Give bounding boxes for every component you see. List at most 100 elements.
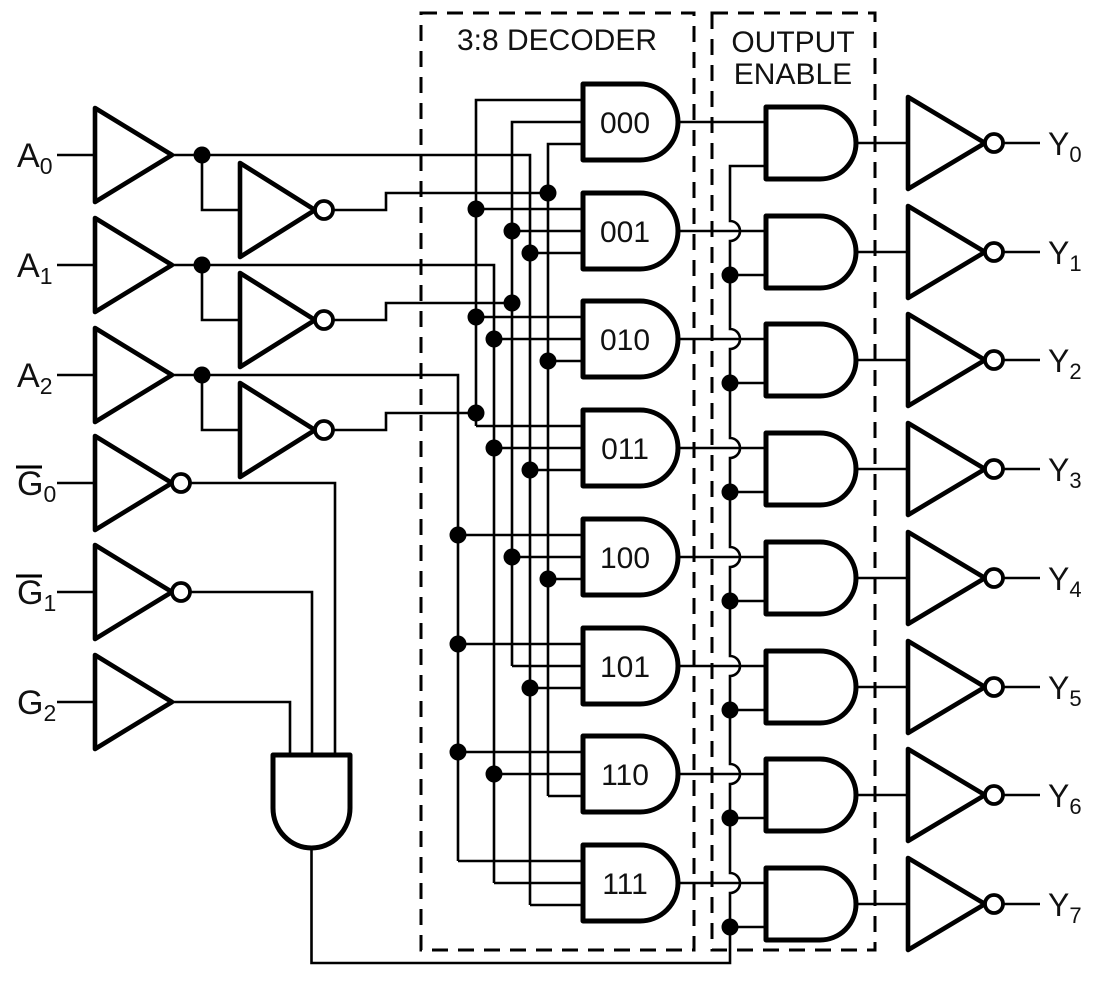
gate-label-101: 101 bbox=[600, 651, 650, 684]
inverter-bubble-g1 bbox=[170, 581, 192, 603]
wire-a0-true-rail bbox=[172, 153, 532, 905]
output-label-y5: Y5 bbox=[1048, 670, 1082, 711]
decoder-title: 3:8 DECODER bbox=[457, 24, 657, 57]
inverter-a0 bbox=[237, 160, 318, 260]
input-label-g2: G2 bbox=[17, 684, 56, 726]
output-inverter-bubble-y3 bbox=[983, 458, 1005, 480]
and-gate-011 bbox=[580, 407, 681, 489]
input-label-g0: G0 bbox=[17, 465, 56, 507]
output-label-y6: Y6 bbox=[1048, 778, 1082, 819]
decoder-section-box bbox=[419, 11, 696, 952]
and-gate-001 bbox=[580, 190, 681, 272]
inverter-g1 bbox=[92, 542, 175, 642]
input-label-g1: G1 bbox=[17, 574, 56, 616]
junction-dot bbox=[521, 461, 539, 479]
output-label-sub-y7: 7 bbox=[1069, 903, 1081, 928]
wire-a1-complement-feed bbox=[333, 301, 512, 322]
gate-label-010: 010 bbox=[600, 324, 650, 357]
wire-a1-inverter-branch bbox=[200, 265, 240, 322]
junction-dot bbox=[721, 809, 739, 827]
and-gate-101 bbox=[580, 625, 681, 707]
junction-dot bbox=[521, 679, 539, 697]
input-label-sub-g1: 1 bbox=[43, 590, 56, 616]
inverter-g0 bbox=[92, 433, 175, 533]
output-label-sub-y1: 1 bbox=[1069, 251, 1081, 276]
output-label-sub-y3: 3 bbox=[1069, 468, 1081, 493]
gate-label-110: 110 bbox=[601, 759, 649, 792]
gate-label-011: 011 bbox=[601, 433, 649, 466]
output-label-base-y3: Y bbox=[1048, 452, 1069, 488]
wire-a0-complement-feed bbox=[333, 191, 548, 212]
output-inverter-bubble-y4 bbox=[983, 567, 1005, 589]
output-label-y7: Y7 bbox=[1048, 887, 1082, 928]
wire-a1-complement-rail bbox=[510, 120, 583, 666]
input-label-a0: A0 bbox=[17, 137, 52, 179]
junction-dot bbox=[467, 200, 485, 218]
output-label-base-y0: Y bbox=[1048, 126, 1069, 162]
and-gate-000 bbox=[580, 81, 681, 163]
junction-dot bbox=[721, 266, 739, 284]
and-gate-111 bbox=[580, 842, 681, 924]
input-label-a2: A2 bbox=[17, 357, 52, 399]
input-label-base-g0: G bbox=[17, 465, 43, 503]
output-inverter-bubble-y7 bbox=[983, 893, 1005, 915]
output-enable-section-box bbox=[710, 11, 877, 952]
output-label-sub-y4: 4 bbox=[1069, 577, 1081, 602]
output-inverter-bubble-y5 bbox=[983, 676, 1005, 698]
oe-and-gate-2 bbox=[763, 321, 859, 399]
and-gate-010 bbox=[580, 298, 681, 380]
buffer-a0 bbox=[92, 105, 175, 205]
junction-dot bbox=[485, 765, 503, 783]
output-label-base-y6: Y bbox=[1048, 778, 1069, 814]
oe-and-gate-1 bbox=[763, 213, 859, 291]
output-inverter-y5 bbox=[905, 638, 988, 736]
junction-dot bbox=[503, 548, 521, 566]
buffer-a1 bbox=[92, 215, 175, 315]
oe-title-line1: OUTPUT bbox=[731, 26, 854, 59]
wire-g0-to-enable-gate bbox=[190, 481, 337, 755]
input-label-sub-a1: 1 bbox=[40, 263, 53, 289]
output-inverter-y7 bbox=[905, 855, 988, 953]
wire-enable-net bbox=[310, 164, 766, 965]
inverter-bubble-a2 bbox=[313, 419, 335, 441]
junction-dot bbox=[521, 244, 539, 262]
junction-dot bbox=[539, 570, 557, 588]
output-label-sub-y2: 2 bbox=[1069, 359, 1081, 384]
input-label-base-g1: G bbox=[17, 574, 43, 612]
input-label-sub-a2: 2 bbox=[40, 373, 53, 399]
output-inverter-y0 bbox=[905, 94, 988, 192]
inverter-bubble-a1 bbox=[313, 309, 335, 331]
junction-dot bbox=[503, 222, 521, 240]
wire-a1-true-rail bbox=[172, 263, 496, 883]
junction-dot bbox=[449, 526, 467, 544]
enable-and-gate bbox=[270, 752, 353, 851]
oe-and-gate-4 bbox=[763, 539, 859, 617]
input-label-base-a0: A bbox=[17, 137, 40, 175]
wire-a2-complement-feed bbox=[333, 411, 476, 432]
gate-label-100: 100 bbox=[600, 542, 650, 575]
output-label-sub-y0: 0 bbox=[1069, 142, 1081, 167]
output-label-sub-y5: 5 bbox=[1069, 686, 1081, 711]
wire-g2-to-enable-gate bbox=[172, 700, 292, 755]
input-label-base-a1: A bbox=[17, 247, 40, 285]
junction-dot bbox=[449, 635, 467, 653]
output-label-y0: Y0 bbox=[1048, 126, 1082, 167]
oe-and-gate-7 bbox=[763, 865, 859, 943]
wire-g1-to-enable-gate bbox=[190, 590, 314, 755]
junction-dot bbox=[467, 308, 485, 326]
input-label-base-g2: G bbox=[17, 684, 43, 722]
inverter-a2 bbox=[237, 380, 318, 480]
wire-a2-true-rail bbox=[172, 373, 460, 861]
and-gate-110 bbox=[580, 733, 681, 815]
output-label-y3: Y3 bbox=[1048, 452, 1082, 493]
output-label-sub-y6: 6 bbox=[1069, 794, 1081, 819]
output-label-base-y5: Y bbox=[1048, 670, 1069, 706]
output-inverter-bubble-y1 bbox=[983, 241, 1005, 263]
output-inverter-bubble-y0 bbox=[983, 132, 1005, 154]
output-inverter-y1 bbox=[905, 203, 988, 301]
junction-dot bbox=[721, 918, 739, 936]
gate-label-000: 000 bbox=[600, 107, 650, 140]
inverter-a1 bbox=[237, 270, 318, 370]
buffer-a2 bbox=[92, 325, 175, 425]
